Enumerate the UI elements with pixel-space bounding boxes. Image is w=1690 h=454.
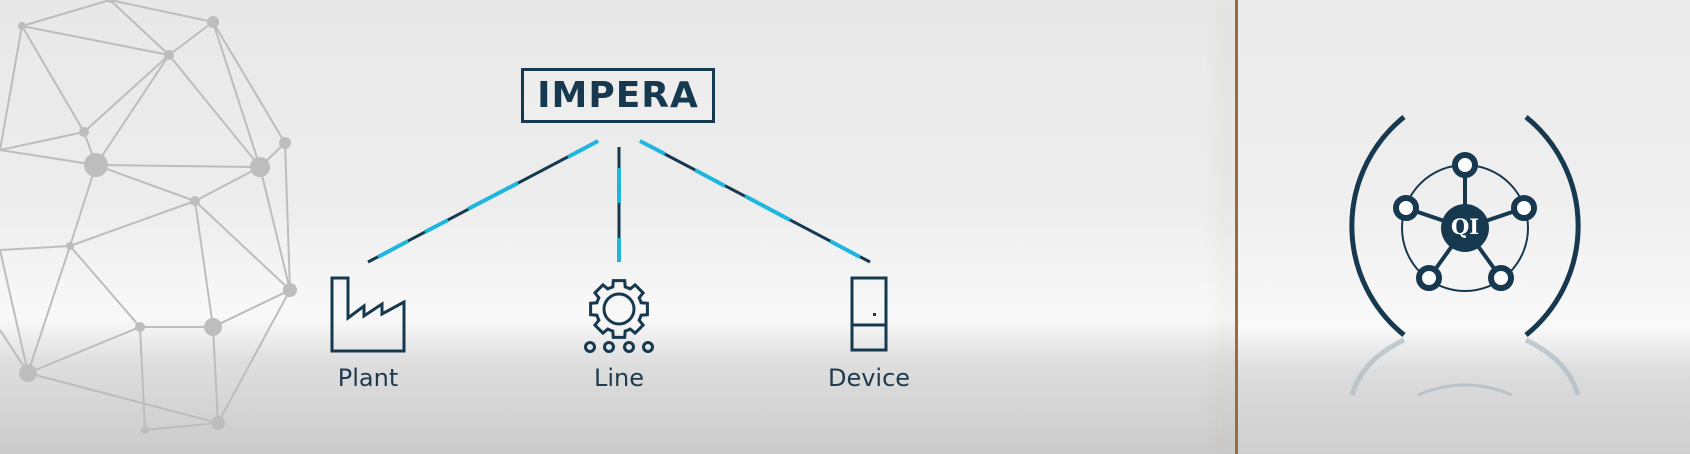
gear-conveyor-icon [584, 279, 654, 353]
mesh-edge [0, 149, 97, 166]
node-label-plant: Plant [337, 364, 399, 392]
mesh-edge [21, 25, 85, 133]
brand-name: IMPERA [537, 75, 699, 116]
mesh-edge [27, 326, 141, 374]
mesh-node [107, 0, 113, 3]
mesh-edge [69, 245, 141, 328]
mesh-edge [194, 200, 214, 328]
mesh-edge [284, 142, 291, 291]
mesh-node [204, 318, 222, 336]
qi-logo-text: QI [1450, 214, 1480, 239]
mesh-node [84, 153, 108, 177]
connector-plant [367, 139, 599, 264]
mesh-node [207, 16, 219, 28]
mesh-edge [168, 54, 261, 168]
mesh-edge [0, 245, 71, 251]
mesh-edge [139, 326, 146, 431]
mesh-edge [168, 21, 214, 56]
mesh-edge [0, 249, 29, 374]
mesh-node [18, 22, 26, 30]
mesh-edge [95, 164, 196, 202]
mesh-edge [212, 21, 286, 144]
mesh-edge [83, 54, 170, 133]
mesh-edge [212, 326, 219, 424]
panel-divider [1235, 0, 1238, 454]
geodesic-mesh-icon [0, 0, 297, 434]
hierarchy-diagram [330, 139, 888, 353]
mesh-edge [21, 0, 111, 27]
mesh-node [250, 157, 270, 177]
factory-icon [330, 276, 406, 353]
mesh-edge [27, 372, 219, 424]
connector-device [639, 139, 871, 264]
mesh-node [135, 322, 145, 332]
mesh-node [141, 426, 149, 434]
mesh-edge [144, 422, 219, 431]
mesh-edge [69, 200, 196, 247]
mesh-node [79, 127, 89, 137]
impera-brand-box: IMPERA [521, 68, 715, 123]
mesh-edge [0, 25, 23, 151]
mesh-node [164, 50, 174, 60]
mesh-edge [95, 54, 170, 166]
mesh-node [279, 137, 291, 149]
mesh-edge [217, 289, 291, 424]
cabinet-icon [850, 276, 888, 352]
mesh-edge [109, 0, 214, 23]
mesh-edge [194, 200, 291, 291]
mesh-node [190, 196, 200, 206]
mesh-node [211, 416, 225, 430]
mesh-node [66, 242, 74, 250]
mesh-edge [259, 166, 291, 291]
mesh-node [283, 283, 297, 297]
mesh-edge [0, 131, 85, 151]
node-label-device: Device [827, 364, 911, 392]
mesh-edge [27, 245, 71, 374]
mesh-edge [69, 164, 97, 247]
mesh-edge [21, 25, 170, 56]
mesh-edge [212, 289, 291, 328]
mesh-edge [212, 21, 261, 168]
mesh-edge [194, 166, 261, 202]
mesh-node [19, 364, 37, 382]
mesh-edge [109, 0, 170, 56]
node-label-line: Line [593, 364, 645, 392]
mesh-edge [95, 164, 261, 168]
